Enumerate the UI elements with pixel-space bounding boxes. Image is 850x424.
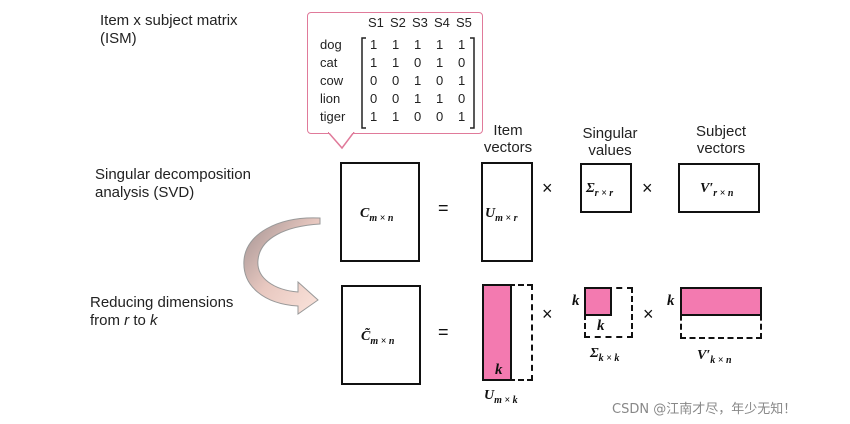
times-sign: × <box>542 304 553 324</box>
reduce-label: Reducing dimensions <box>90 294 234 311</box>
ism-cell: 1 <box>436 55 444 70</box>
times-sign: × <box>542 178 553 198</box>
svd-label-line2: analysis (SVD) <box>95 184 195 201</box>
ism-cell: 1 <box>414 73 422 88</box>
ism-cell: 1 <box>370 55 378 70</box>
callout-pointer <box>328 132 355 150</box>
ism-row-label: lion <box>320 91 341 106</box>
ism-callout: S1 S2 S3 S4 S5 dog cat cow lion tiger 1 … <box>307 12 483 134</box>
ism-matrix-brackets <box>361 37 475 129</box>
ism-cell: 0 <box>458 55 466 70</box>
ism-cell: 0 <box>370 91 378 106</box>
k-label: k <box>495 362 503 378</box>
ism-subtitle: (ISM) <box>100 30 137 47</box>
matrix-sigma-k-fill <box>584 287 612 316</box>
ism-cell: 1 <box>458 73 466 88</box>
ism-cell: 1 <box>392 37 400 52</box>
ism-row-label: cat <box>320 55 338 70</box>
ism-cell: 1 <box>370 37 378 52</box>
ism-cell: 0 <box>436 109 444 124</box>
equals-sign: = <box>438 322 449 342</box>
curved-arrow-icon <box>243 217 321 315</box>
ism-cell: 1 <box>436 91 444 106</box>
ism-cell: 0 <box>414 55 422 70</box>
svd-label: Singular decomposition <box>95 166 251 183</box>
k-label: k <box>667 293 675 309</box>
times-sign: × <box>642 178 653 198</box>
matrix-sigma-label: Σr × r <box>586 181 614 199</box>
matrix-u-k-label: Um × k <box>484 388 518 406</box>
matrix-v-k-fill <box>680 287 762 316</box>
ism-cell: 0 <box>392 91 400 106</box>
matrix-c-tilde-box: C̃m × n <box>341 285 421 385</box>
reduce-label-line2: from r to k <box>90 312 158 329</box>
matrix-u-k-fill: k <box>482 284 512 381</box>
ism-cell: 0 <box>458 91 466 106</box>
ism-col-s4: S4 <box>434 15 450 30</box>
ism-cell: 1 <box>414 91 422 106</box>
ism-row-label: cow <box>320 73 344 88</box>
ism-title: Item x subject matrix <box>100 12 238 29</box>
times-sign: × <box>643 304 654 324</box>
matrix-c-label: Cm × n <box>360 206 394 224</box>
ism-cell: 1 <box>458 37 466 52</box>
ism-col-s1: S1 <box>368 15 384 30</box>
ism-cell: 1 <box>392 109 400 124</box>
matrix-u-box: Um × r <box>481 162 533 262</box>
matrix-c-tilde-label: C̃m × n <box>361 329 395 347</box>
ism-cell: 1 <box>458 109 466 124</box>
ism-cell: 0 <box>392 73 400 88</box>
ism-row-label: dog <box>320 37 342 52</box>
k-label: k <box>572 293 580 309</box>
k-label: k <box>597 318 605 334</box>
matrix-sigma-k-label: Σk × k <box>590 346 620 364</box>
matrix-v-box: V′r × n <box>678 163 760 213</box>
ism-col-s5: S5 <box>456 15 472 30</box>
matrix-v-k-label: V′k × n <box>697 348 732 366</box>
ism-cell: 0 <box>436 73 444 88</box>
matrix-sigma-box: Σr × r <box>580 163 632 213</box>
ism-col-s3: S3 <box>412 15 428 30</box>
matrix-c-box: Cm × n <box>340 162 420 262</box>
ism-cell: 1 <box>370 109 378 124</box>
equals-sign: = <box>438 198 449 218</box>
ism-cell: 1 <box>436 37 444 52</box>
watermark: CSDN @江南才尽，年少无知！ <box>612 402 797 417</box>
ism-cell: 0 <box>414 109 422 124</box>
ism-cell: 1 <box>392 55 400 70</box>
ism-row-label: tiger <box>320 109 346 124</box>
ism-cell: 1 <box>414 37 422 52</box>
matrix-v-label: V′r × n <box>700 181 734 199</box>
ism-col-s2: S2 <box>390 15 406 30</box>
matrix-u-label: Um × r <box>485 206 518 224</box>
ism-cell: 0 <box>370 73 378 88</box>
